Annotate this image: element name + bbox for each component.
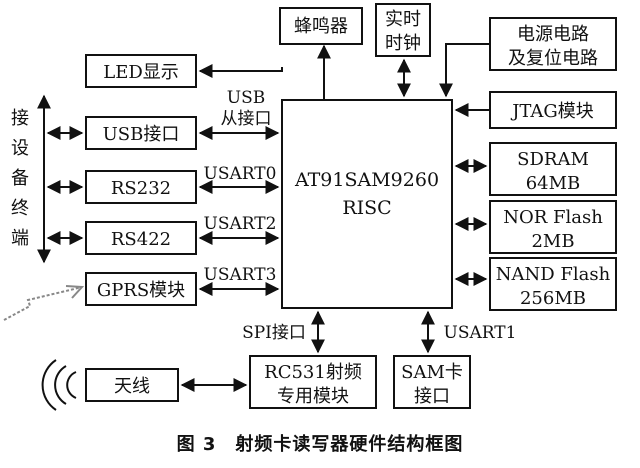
sam-block: SAM卡 接口 [393,355,471,409]
cpu-block: AT91SAM9260 RISC [281,99,453,309]
nand-label-line2: 256MB [520,288,586,309]
rtc-block: 实时 时钟 [375,3,431,57]
radio-waves-icon [41,359,77,411]
figure-caption: 图 3 射频卡读写器硬件结构框图 [176,434,464,455]
rtc-label-line2: 时钟 [385,33,421,54]
nor-label-line1: NOR Flash [503,207,603,228]
terminal-char-2: 设 [11,138,29,159]
gprs-block: GPRS模块 [85,272,197,306]
terminal-char-3: 备 [11,168,29,189]
usart3-label: USART3 [204,265,277,285]
cpu-label-line2: RISC [342,197,391,219]
usb-slave-label-line2: 从接口 [221,109,272,129]
led-label: LED显示 [103,62,179,83]
terminal-char-1: 接 [11,108,29,129]
rs232-label: RS232 [111,178,171,199]
sam-label-line1: SAM卡 [401,362,463,383]
rs422-block: RS422 [85,221,197,255]
usb-port-label: USB接口 [103,124,180,145]
usart2-label: USART2 [204,214,277,234]
nor-label-line2: 2MB [531,231,574,252]
antenna-label: 天线 [114,376,150,397]
sdram-label-line2: 64MB [526,173,581,194]
buzzer-label: 蜂鸣器 [294,16,348,37]
gprs-label: GPRS模块 [97,280,185,301]
cpu-label-line1: AT91SAM9260 [294,169,439,191]
power-block: 电源电路 及复位电路 [489,17,617,71]
rtc-label-line1: 实时 [385,9,421,30]
usart1-label: USART1 [444,323,517,343]
led-block: LED显示 [85,54,197,88]
usb-slave-label-line1: USB [227,88,265,108]
sdram-block: SDRAM 64MB [489,142,617,196]
jtag-block: JTAG模块 [489,91,617,129]
usb-port-block: USB接口 [85,116,197,150]
power-link [439,43,490,98]
rs422-label: RS422 [111,229,171,250]
terminal-label: 接 设 备 终 端 [11,108,29,249]
wireless-zigzag-icon [3,285,85,321]
terminal-char-4: 终 [11,198,29,219]
led-link [198,64,283,78]
nor-flash-block: NOR Flash 2MB [489,200,617,254]
rc531-label-line2: 专用模块 [277,386,349,407]
nand-label-line1: NAND Flash [496,264,611,285]
rs232-block: RS232 [85,170,197,204]
jtag-label: JTAG模块 [510,101,594,122]
sam-label-line2: 接口 [414,386,450,407]
rc531-block: RC531射频 专用模块 [249,355,377,409]
rc531-label-line1: RC531射频 [264,362,362,383]
sdram-label-line1: SDRAM [517,149,589,170]
power-label-line2: 及复位电路 [508,48,598,69]
nand-flash-block: NAND Flash 256MB [489,257,617,311]
usart0-label: USART0 [204,164,277,184]
antenna-block: 天线 [85,368,179,402]
power-label-line1: 电源电路 [517,24,589,45]
spi-label: SPI接口 [242,323,306,343]
terminal-char-5: 端 [11,228,29,249]
buzzer-block: 蜂鸣器 [279,7,363,45]
